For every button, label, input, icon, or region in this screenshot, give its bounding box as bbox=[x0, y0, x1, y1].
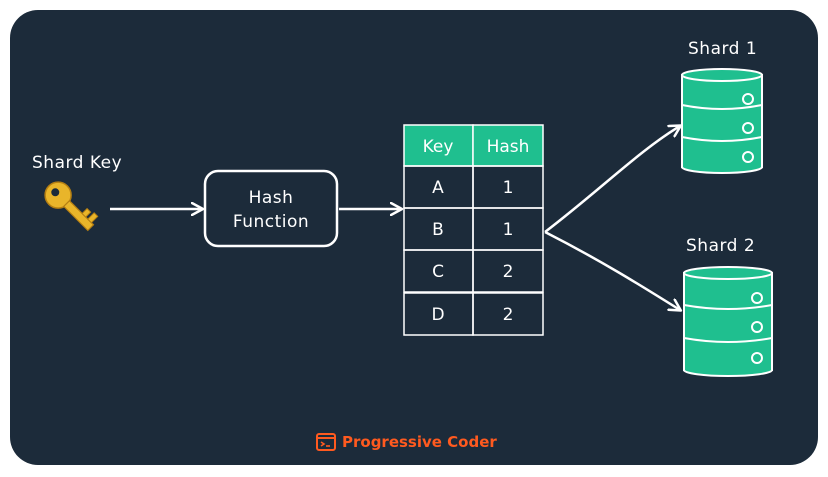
table-row: C 2 bbox=[403, 249, 544, 293]
table-cell-hash: 1 bbox=[503, 220, 514, 240]
table-header-cell-key bbox=[403, 124, 474, 167]
table-row: A 1 bbox=[403, 165, 544, 209]
table-row: D 2 bbox=[403, 292, 544, 336]
table-header-key: Key bbox=[423, 137, 454, 157]
hash-function-box bbox=[203, 169, 339, 248]
table-cell-key: C bbox=[432, 262, 444, 282]
table-cell-key: B bbox=[432, 220, 444, 240]
key-icon bbox=[44, 181, 99, 232]
hash-table: Key Hash A 1 B 1 C 2 D 2 bbox=[403, 124, 544, 336]
shard2-label: Shard 2 bbox=[686, 236, 755, 256]
table-cell-hash: 1 bbox=[503, 178, 514, 198]
table-cell-hash: 2 bbox=[503, 262, 514, 282]
table-header-hash: Hash bbox=[487, 137, 530, 157]
table-header-cell-hash bbox=[472, 124, 544, 167]
brand-name: Progressive Coder bbox=[342, 433, 497, 451]
table-cell-key: A bbox=[432, 178, 444, 198]
brand-logo: Progressive Coder bbox=[316, 430, 497, 454]
arrow-table-to-shard2 bbox=[544, 230, 680, 310]
table-row: B 1 bbox=[403, 207, 544, 251]
shard1-label: Shard 1 bbox=[688, 39, 757, 59]
shard-key-label: Shard Key bbox=[32, 153, 122, 173]
hash-function-label-line1: Hash bbox=[249, 188, 294, 208]
arrow-table-to-shard1 bbox=[544, 126, 680, 233]
hash-function-label-line2: Function bbox=[233, 212, 309, 232]
table-cell-hash: 2 bbox=[503, 305, 514, 325]
table-cell-key: D bbox=[431, 305, 444, 325]
database-icon bbox=[681, 68, 763, 174]
database-icon bbox=[683, 266, 773, 377]
terminal-icon bbox=[316, 433, 336, 451]
